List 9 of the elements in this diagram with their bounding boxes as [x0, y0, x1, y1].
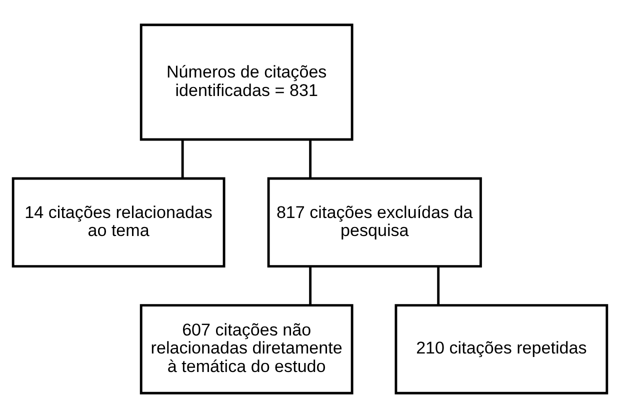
connector [181, 140, 184, 178]
node-box: 14 citações relacionadas ao tema [12, 177, 226, 268]
connector [309, 266, 312, 306]
node-box: Números de citações identificadas = 831 [140, 24, 354, 141]
node-box: 817 citações excluídas da pesquisa [267, 177, 482, 268]
node-box: 607 citações não relacionadas diretamente à temática do estudo [140, 304, 354, 394]
node-box: 210 citações repetidas [394, 304, 608, 394]
connector [437, 266, 440, 306]
connector [309, 140, 312, 178]
